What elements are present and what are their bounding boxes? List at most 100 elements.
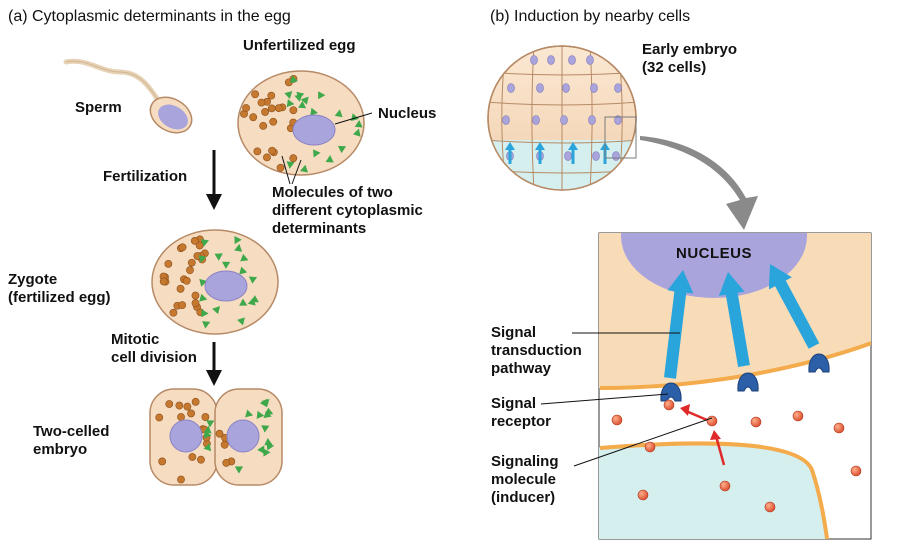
zygote-label-line2: (fertilized egg) [8, 289, 111, 306]
brown-determinant [249, 113, 258, 122]
green-determinant [284, 91, 293, 99]
green-determinant [239, 266, 248, 275]
green-determinant [298, 100, 307, 109]
embryo-cell-nucleus [614, 115, 622, 125]
signal-transduction-line1: Signal [491, 324, 536, 341]
green-determinant [234, 466, 244, 474]
brown-determinant [201, 413, 210, 421]
green-determinant [201, 309, 209, 318]
signal-receptor-line2: receptor [491, 413, 551, 430]
zoom-nucleus [621, 233, 807, 298]
brown-determinant [259, 121, 268, 130]
molecules-label-line1: Molecules of two [272, 184, 393, 201]
signaling-molecule [719, 480, 731, 492]
signaling-molecule [706, 415, 718, 427]
brown-determinant [253, 147, 262, 156]
signal-receptor [737, 372, 759, 392]
green-determinant [202, 321, 211, 329]
signaling-molecule [833, 422, 845, 434]
brown-determinant [178, 243, 187, 252]
brown-determinant [182, 276, 191, 285]
unfertilized-egg-label: Unfertilized egg [243, 37, 356, 54]
brown-determinant [242, 104, 250, 112]
green-determinant [234, 236, 242, 245]
brown-determinant [191, 299, 200, 308]
right-cell-determinants [215, 398, 275, 474]
brown-determinant [190, 236, 199, 245]
brown-determinant [289, 154, 298, 163]
signaling-molecule [637, 489, 649, 501]
brown-determinant [197, 455, 205, 464]
green-determinant [334, 109, 343, 118]
brown-determinant [215, 429, 224, 438]
green-determinant [318, 91, 326, 100]
signal-transduction-line2: transduction [491, 342, 582, 359]
molecules-label-line2: different cytoplasmic [272, 202, 423, 219]
green-determinant [198, 255, 207, 263]
green-determinant [248, 276, 258, 284]
mitotic-label-line2: cell division [111, 349, 197, 366]
signaling-leader [573, 417, 713, 467]
brown-determinant [187, 409, 195, 418]
brown-determinant [261, 108, 270, 116]
brown-determinant [175, 401, 184, 410]
nucleus-leader-line [334, 112, 373, 125]
embryo-cell-nucleus [614, 83, 622, 93]
signaling-molecule-line2: molecule [491, 471, 556, 488]
brown-determinant [191, 291, 200, 300]
brown-determinant [187, 258, 196, 267]
embryo-cell-nucleus [590, 83, 598, 93]
green-determinant [261, 425, 270, 433]
signal-transduction-line3: pathway [491, 360, 552, 377]
brown-determinant [176, 284, 185, 293]
brown-determinant [186, 266, 194, 275]
early-embryo [487, 45, 637, 191]
signal-transduction-arrow [718, 272, 750, 367]
early-embryo-label-line1: Early embryo [642, 41, 737, 58]
green-determinant [206, 420, 215, 428]
green-determinant [200, 239, 209, 247]
brown-determinant [276, 163, 285, 172]
panel-a-title: (a) Cytoplasmic determinants in the egg [8, 8, 291, 25]
zoom-detail-contents: NUCLEUS [599, 233, 871, 539]
green-determinant [286, 161, 295, 169]
green-determinant [237, 317, 245, 326]
brown-determinant [155, 413, 164, 422]
curved-arrow-icon [640, 136, 758, 230]
green-determinant [310, 107, 318, 116]
embryo-cell-nucleus [612, 151, 620, 161]
brown-determinant [268, 146, 276, 155]
embryo-cell-nucleus [502, 115, 510, 125]
brown-determinant [222, 459, 231, 467]
zygote-determinants [159, 235, 259, 329]
brown-determinant [158, 457, 167, 466]
embryo-cell-nucleus [568, 55, 576, 65]
receptor-leader [540, 393, 669, 405]
embryo-cell-nucleus [562, 83, 570, 93]
signaling-molecule [764, 501, 776, 513]
panel-b-title: (b) Induction by nearby cells [490, 8, 690, 25]
brown-determinant [191, 397, 200, 406]
green-determinant [203, 430, 212, 439]
embryo-cell-nucleus [564, 151, 572, 161]
green-determinant [239, 298, 248, 306]
brown-determinant [267, 91, 276, 100]
zygote-nucleus [204, 270, 248, 302]
signaling-molecule-line1: Signaling [491, 453, 559, 470]
signaling-molecule [644, 441, 656, 453]
green-determinant [263, 448, 271, 457]
fertilization-label: Fertilization [103, 168, 187, 185]
signaling-molecule [750, 416, 762, 428]
mitotic-label-line1: Mitotic [111, 331, 159, 348]
zoom-box-icon [604, 116, 637, 159]
green-determinant [263, 410, 272, 419]
embryo-cell-nucleus [507, 83, 515, 93]
brown-determinant [269, 117, 278, 126]
green-determinant [240, 253, 249, 262]
embryo-cell-nucleus [592, 151, 600, 161]
green-determinant [199, 278, 208, 287]
embryo-blue-arrowhead [535, 142, 545, 150]
nucleus-caps-label: NUCLEUS [676, 245, 752, 262]
brown-determinant [178, 301, 187, 310]
